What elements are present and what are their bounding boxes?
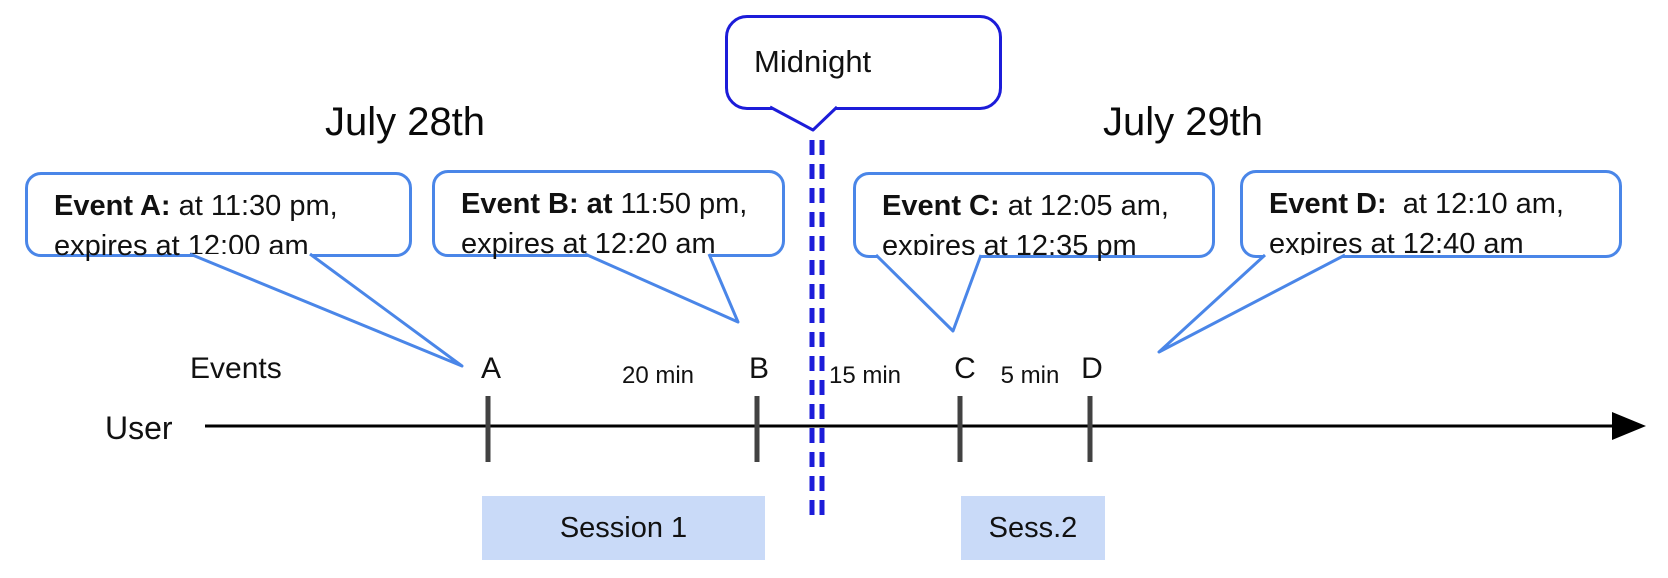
- callout-c-tail: [874, 253, 983, 333]
- session-1-box: Session 1: [482, 496, 765, 560]
- callout-event-c-line2: expires at 12:35 pm: [882, 230, 1137, 262]
- session-2-label: Sess.2: [988, 511, 1078, 544]
- session-1-label: Session 1: [559, 511, 688, 544]
- tick-label-c: C: [954, 352, 976, 385]
- date-title-july-28: July 28th: [324, 100, 486, 144]
- callout-event-d: Event D: at 12:10 am, expires at 12:40 a…: [1240, 170, 1622, 260]
- callout-event-d-line1: Event D: at 12:10 am,: [1269, 184, 1609, 224]
- user-axis-label: User: [105, 410, 173, 446]
- callout-event-a-line2: expires at 12:00 am: [54, 230, 309, 262]
- callout-b-tail: [584, 252, 740, 324]
- event-b-time-text: 11:50 pm,: [612, 188, 748, 220]
- midnight-callout: Midnight: [725, 15, 1002, 110]
- event-c-time-text: at 12:05 am,: [999, 190, 1169, 222]
- callout-event-c-line1: Event C: at 12:05 am,: [882, 186, 1202, 226]
- event-a-bold-text: Event A:: [54, 190, 171, 222]
- event-d-bold-text: Event D:: [1269, 188, 1387, 220]
- midnight-label: Midnight: [754, 44, 872, 79]
- callout-event-c: Event C: at 12:05 am, expires at 12:35 p…: [853, 172, 1215, 262]
- callout-event-b: Event B: at 11:50 pm, expires at 12:20 a…: [432, 170, 785, 260]
- events-axis-label: Events: [190, 352, 282, 385]
- event-d-time-text: at 12:10 am,: [1386, 188, 1564, 220]
- callout-a-tail: [189, 252, 464, 368]
- callout-event-a-line1: Event A: at 11:30 pm,: [54, 186, 399, 226]
- callout-d-tail: [1157, 253, 1346, 354]
- date-title-july-29: July 29th: [1102, 100, 1264, 144]
- tick-label-a: A: [480, 352, 502, 385]
- event-b-bold-text: Event B: at: [461, 188, 613, 220]
- callout-event-b-line1: Event B: at 11:50 pm,: [461, 184, 772, 224]
- event-c-bold-text: Event C:: [882, 190, 1000, 222]
- gap-label-15-min: 15 min: [828, 362, 902, 389]
- tick-label-b: B: [748, 352, 770, 385]
- timeline-arrowhead-icon: [1612, 412, 1646, 440]
- gap-label-20-min: 20 min: [621, 362, 695, 389]
- callout-event-b-line2: expires at 12:20 am: [461, 228, 716, 260]
- callout-event-a: Event A: at 11:30 pm, expires at 12:00 a…: [25, 172, 412, 262]
- tick-label-d: D: [1081, 352, 1103, 385]
- gap-label-5-min: 5 min: [1000, 362, 1060, 389]
- session-2-box: Sess.2: [961, 496, 1105, 560]
- callout-event-d-line2: expires at 12:40 am: [1269, 228, 1524, 260]
- event-a-time-text: at 11:30 pm,: [170, 190, 338, 222]
- midnight-callout-tail: [769, 105, 839, 132]
